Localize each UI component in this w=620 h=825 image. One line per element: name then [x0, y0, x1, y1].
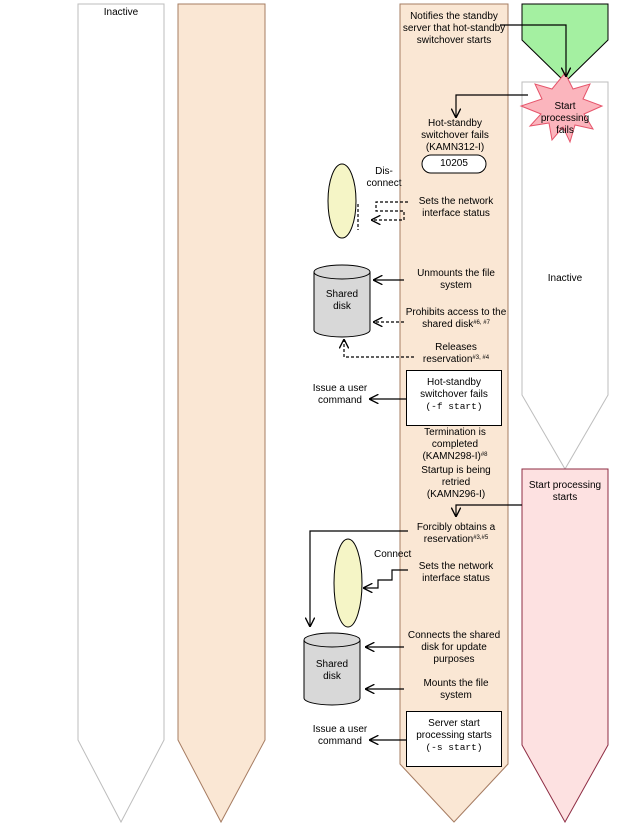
- disconnect-zigzag-arrow: [372, 201, 408, 220]
- start-command-arg: (-s start): [425, 742, 483, 753]
- release-reservation-note: #3, #4: [472, 355, 490, 361]
- prohibit-access-note: #6, #7: [473, 320, 490, 326]
- network-ellipse-upper: [327, 163, 357, 239]
- termination-note: #8: [480, 452, 488, 458]
- shared-disk-upper-top: [313, 264, 371, 280]
- switchover-fails-text: Hot-standby switchover fails (KAMN312-I): [408, 118, 502, 154]
- notify-arrow: [500, 24, 566, 76]
- shared-disk-lower-label: Shared disk: [315, 659, 349, 682]
- lane-5-inactive-arrow: [521, 81, 609, 470]
- startup-retry-msg: (KAMN296-I): [426, 489, 486, 500]
- release-reservation-text: Releases reservation#3, #4: [408, 342, 504, 366]
- shared-disk-upper-label: Shared disk: [325, 289, 359, 312]
- switchover-fails-label: Hot-standby switchover fails: [421, 118, 489, 141]
- issue-user-command-1: Issue a user command: [312, 383, 368, 406]
- connect-label: Connect: [374, 549, 412, 560]
- start-command-text: Server start processing starts (-s start…: [408, 718, 500, 754]
- obtain-reservation-text: Forcibly obtains a reservation#3,#5: [408, 522, 504, 546]
- notify-text: Notifies the standby server that hot-sta…: [402, 11, 506, 46]
- termination-msg: (KAMN298-I): [422, 451, 481, 462]
- obtain-reservation-label: Forcibly obtains a reservation: [416, 522, 496, 545]
- fail-command-text: Hot-standby switchover fails (-f start): [408, 377, 500, 413]
- obtain-reservation-note: #3,#5: [473, 535, 489, 541]
- release-reservation-label: Releases reservation: [422, 342, 477, 365]
- shared-disk-lower-body: [303, 640, 361, 706]
- prohibit-access-text: Prohibits access to the shared disk#6, #…: [404, 307, 508, 331]
- issue-user-command-2: Issue a user command: [312, 724, 368, 747]
- prohibit-access-label: Prohibits access to the shared disk: [405, 307, 507, 330]
- error-code-capsule: [421, 154, 487, 174]
- lane5-start-label: Start processing starts: [528, 480, 602, 503]
- obtain-reservation-arrow: [310, 530, 408, 626]
- shared-disk-upper-body: [313, 272, 371, 338]
- switchover-fails-msg: (KAMN312-I): [425, 142, 485, 153]
- termination-label: Termination is completed: [424, 427, 486, 450]
- connect-disk-text: Connects the shared disk for update purp…: [407, 630, 501, 665]
- startup-retry-text: Startup is being retried (KAMN296-I): [408, 465, 504, 501]
- error-code-text: 10205: [440, 158, 468, 169]
- connect-zigzag-arrow: [364, 569, 408, 588]
- lane5-inactive-label: Inactive: [547, 273, 583, 284]
- fail-command-arg: (-f start): [425, 401, 483, 412]
- retry-arrow: [456, 504, 522, 516]
- disconnect-label: Dis-connect: [366, 166, 402, 189]
- startup-retry-label: Startup is being retried: [421, 465, 491, 488]
- termination-text: Termination is completed (KAMN298-I)#8: [406, 427, 504, 463]
- start-fails-burst: [519, 72, 604, 144]
- fail-command-box: [406, 370, 502, 426]
- fail-to-switchover-arrow: [456, 94, 528, 117]
- network-connect-text: Sets the network interface status: [418, 561, 494, 584]
- start-command-label: Server start processing starts: [416, 718, 492, 741]
- network-ellipse-lower: [333, 538, 363, 628]
- lane-2-arrow: [177, 3, 266, 824]
- lane-5-active-arrow: [521, 468, 609, 824]
- network-disconnect-text: Sets the network interface status: [418, 196, 494, 219]
- start-fails-text: Start processing fails: [540, 101, 590, 136]
- release-arrow: [344, 340, 414, 358]
- mount-text: Mounts the file system: [423, 678, 489, 701]
- lane1-inactive-label: Inactive: [103, 7, 139, 18]
- shared-disk-lower-top: [303, 632, 361, 648]
- fail-command-label: Hot-standby switchover fails: [420, 377, 488, 400]
- unmount-text: Unmounts the file system: [417, 268, 495, 291]
- start-command-box: [406, 711, 502, 767]
- trigger-pentagon: [521, 3, 609, 83]
- lane-1-arrow: [77, 3, 165, 824]
